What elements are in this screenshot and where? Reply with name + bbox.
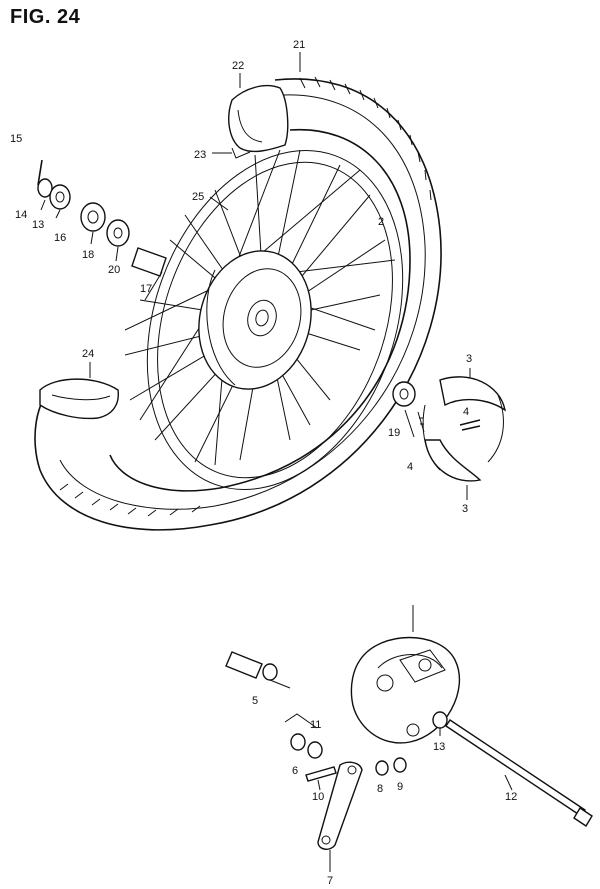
- callout-19: 19: [388, 427, 400, 439]
- figure-title: FIG. 24: [10, 6, 81, 28]
- callout-3-top: 3: [466, 353, 472, 365]
- callout-5: 5: [252, 695, 258, 707]
- callout-23: 23: [194, 149, 206, 161]
- callout-10: 10: [312, 791, 324, 803]
- callout-11: 11: [310, 719, 321, 731]
- callout-20: 20: [108, 264, 120, 276]
- callout-13-upper: 13: [32, 219, 44, 231]
- rim-and-spokes: [124, 149, 404, 490]
- callout-17: 17: [140, 283, 152, 295]
- callout-18: 18: [82, 249, 94, 261]
- leader-lines: [89, 52, 513, 872]
- callout-22: 22: [232, 60, 244, 72]
- callout-14: 14: [15, 209, 27, 221]
- callout-21: 21: [293, 39, 305, 51]
- callout-4-right: 4: [463, 406, 469, 418]
- callout-9: 9: [397, 781, 403, 793]
- callout-12: 12: [505, 791, 517, 803]
- callout-8: 8: [377, 783, 383, 795]
- callout-6: 6: [292, 765, 298, 777]
- left-hub-parts: [37, 159, 130, 262]
- brake-shoe-assembly: [392, 376, 507, 482]
- tire-drawing: [34, 76, 442, 531]
- callout-15: 15: [10, 133, 22, 145]
- callout-13-lower: 13: [433, 741, 445, 753]
- part-callouts: 2 3 3 4 4 5 6 7 8 9 10 11 12 13 13 14 15…: [10, 39, 517, 887]
- callout-4-left: 4: [407, 461, 413, 473]
- callout-3-bottom: 3: [462, 503, 468, 515]
- brake-panel-assembly: [225, 636, 593, 850]
- callout-24: 24: [82, 348, 94, 360]
- callout-25: 25: [192, 191, 204, 203]
- callout-16: 16: [54, 232, 66, 244]
- callout-2-upper: 2: [378, 216, 384, 228]
- callout-7: 7: [327, 875, 333, 887]
